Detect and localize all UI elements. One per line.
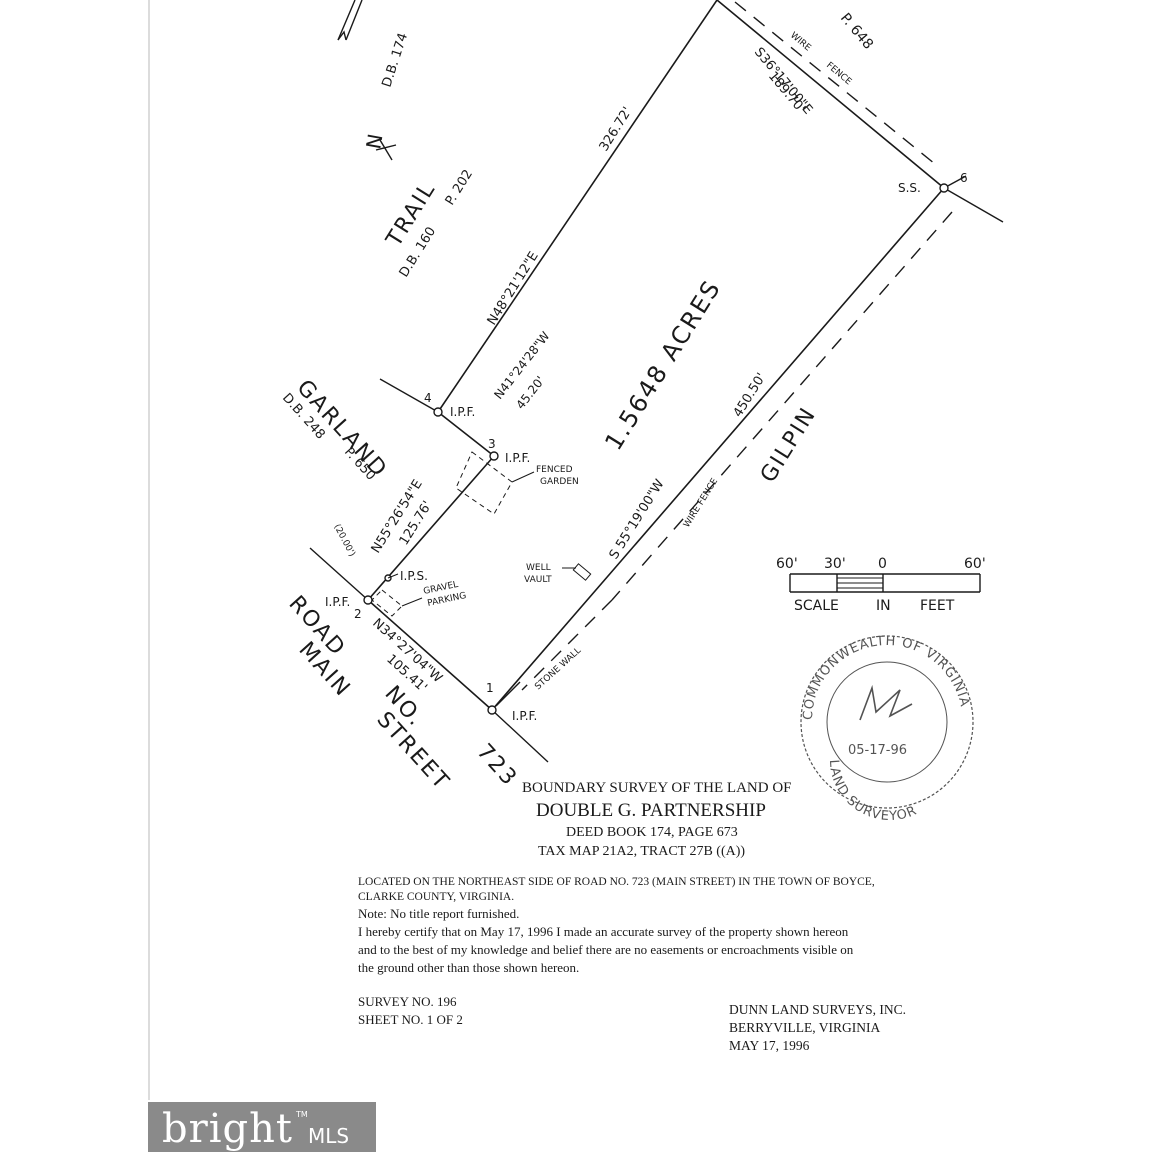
ss-label: S.S. — [898, 181, 921, 195]
well-vault-label-2: VAULT — [524, 575, 552, 585]
ipf-2-label: I.P.F. — [325, 595, 350, 609]
fence-lines — [521, 1, 953, 691]
route-number-label: 723 — [472, 739, 523, 791]
located-line-2: CLARKE COUNTY, VIRGINIA. — [358, 891, 515, 903]
corner-markers — [363, 183, 949, 715]
well-vault-icon — [572, 563, 592, 581]
seal-ring-bottom: LAND SURVEYOR — [826, 759, 920, 824]
boundary-1-2 — [367, 599, 493, 711]
boundary-4-5 — [437, 0, 718, 413]
plat-labels: D.B. 174 N P. 648 TRAIL D.B. 160 P. 202 … — [279, 10, 968, 795]
company-name: DUNN LAND SURVEYS, INC. — [729, 1002, 907, 1017]
ipf-4-label: I.P.F. — [450, 405, 475, 419]
corner-4-number: 4 — [424, 391, 432, 405]
offset-label: (20.00') — [331, 523, 356, 559]
surveyor-seal: COMMONWEALTH OF VIRGINIA LAND SURVEYOR 0… — [800, 634, 974, 824]
title-line-4: TAX MAP 21A2, TRACT 27B ((A)) — [538, 844, 746, 859]
fenced-garden-label-2: GARDEN — [540, 477, 579, 487]
company-city: BERRYVILLE, VIRGINIA — [729, 1020, 881, 1035]
boundary-5-6 — [716, 0, 945, 189]
property-boundary — [367, 0, 945, 711]
title-line-3: DEED BOOK 174, PAGE 673 — [566, 825, 738, 840]
gilpin-label: GILPIN — [756, 403, 822, 487]
bright-mls-watermark: bright TM MLS — [148, 1102, 376, 1152]
corner-2-icon — [363, 595, 373, 605]
db174-label: D.B. 174 — [380, 31, 412, 89]
seal-ring-top: COMMONWEALTH OF VIRGINIA — [801, 634, 972, 721]
sheet-number: SHEET NO. 1 OF 2 — [358, 1012, 463, 1027]
seal-date: 05-17-96 — [848, 743, 907, 758]
fenced-garden — [455, 451, 513, 515]
scale-caption-1: SCALE — [794, 598, 839, 614]
located-line-1: LOCATED ON THE NORTHEAST SIDE OF ROAD NO… — [358, 876, 875, 888]
scale-tick-2: 0 — [878, 556, 887, 572]
fenced-garden-label-1: FENCED — [536, 465, 573, 475]
certification-line-2: and to the best of my knowledge and beli… — [358, 942, 854, 957]
certification-line-1: I hereby certify that on May 17, 1996 I … — [358, 924, 849, 939]
corner-2-number: 2 — [354, 607, 362, 621]
corner-6-icon — [939, 183, 949, 193]
corner-6-number: 6 — [960, 171, 968, 185]
scale-caption-2: IN — [876, 598, 891, 614]
gravel-parking — [371, 589, 403, 617]
acreage-label: 1.5648 ACRES — [599, 275, 726, 456]
wire-fence-top-1: WIRE — [788, 31, 813, 54]
certification-line-3: the ground other than those shown hereon… — [358, 960, 580, 975]
watermark-word: bright — [162, 1106, 293, 1152]
bearing-4-5: N48°21'12"E — [485, 249, 542, 328]
extension-lines — [309, 175, 1004, 763]
watermark-tm: TM — [296, 1110, 308, 1119]
scale-tick-0: 60' — [776, 556, 798, 572]
scale-tick-3: 60' — [964, 556, 986, 572]
boundary-6-1 — [491, 187, 945, 711]
seal-signature-icon — [859, 684, 913, 721]
title-line-1: BOUNDARY SURVEY OF THE LAND OF — [522, 780, 792, 796]
survey-number: SURVEY NO. 196 — [358, 994, 457, 1009]
scale-tick-1: 30' — [824, 556, 846, 572]
wire-fence-top-2: FENCE — [824, 61, 853, 88]
corner-1-icon — [487, 705, 497, 715]
p202-label: P. 202 — [443, 167, 476, 208]
corner-1-number: 1 — [486, 681, 494, 695]
boundary-3-4 — [437, 411, 495, 457]
corner-4-icon — [433, 407, 443, 417]
note-line: Note: No title report furnished. — [358, 906, 520, 921]
north-label: N — [361, 132, 387, 151]
survey-date: MAY 17, 1996 — [729, 1038, 810, 1053]
parking-leader — [401, 597, 423, 607]
p648-label: P. 648 — [837, 10, 876, 52]
ipf-3-label: I.P.F. — [505, 451, 530, 465]
scale-bar: 60' 30' 0 60' SCALE IN FEET — [776, 556, 986, 614]
corner-3-number: 3 — [488, 437, 496, 451]
watermark-mls: MLS — [308, 1124, 350, 1148]
north-arrow — [337, 0, 397, 161]
garden-leader — [511, 471, 535, 483]
ips-label: I.P.S. — [400, 569, 428, 583]
scale-caption-3: FEET — [920, 598, 955, 614]
title-line-2: DOUBLE G. PARTNERSHIP — [536, 800, 766, 821]
corner-3-icon — [489, 451, 499, 461]
bearing-6-1: S 55°19'00"W — [607, 477, 668, 562]
ipf-1-label: I.P.F. — [512, 709, 537, 723]
well-vault-label-1: WELL — [526, 563, 551, 573]
